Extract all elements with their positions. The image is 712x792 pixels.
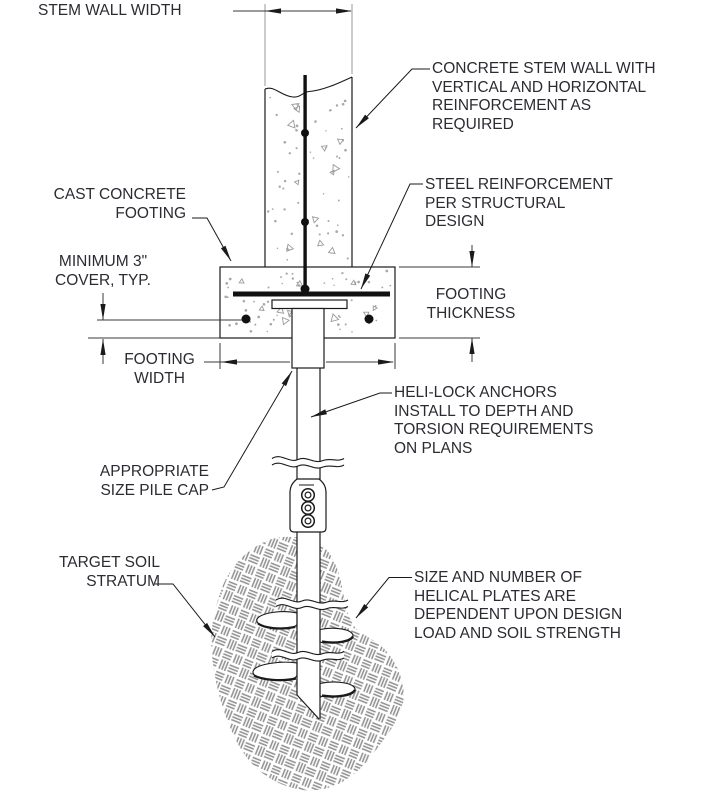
pile-tip — [296, 694, 320, 720]
label-footing-width: FOOTING WIDTH — [124, 351, 195, 387]
leader-arrowheads — [203, 114, 371, 637]
label-helical-plates: SIZE AND NUMBER OF HELICAL PLATES ARE DE… — [414, 569, 623, 642]
helical-plates — [252, 611, 356, 698]
bolted-coupler — [289, 478, 327, 533]
label-target-soil-stratum: TARGET SOIL STRATUM — [58, 554, 160, 590]
label-cast-concrete-footing: CAST CONCRETE FOOTING — [53, 186, 186, 222]
label-heli-lock-anchors: HELI-LOCK ANCHORS INSTALL TO DEPTH AND T… — [394, 384, 594, 457]
label-stem-wall-width: STEM WALL WIDTH — [38, 2, 182, 19]
label-footing-thickness: FOOTING THICKNESS — [426, 286, 516, 322]
pile-cap — [271, 299, 348, 369]
label-concrete-stem-wall: CONCRETE STEM WALL WITH VERTICAL AND HOR… — [432, 60, 656, 133]
label-pile-cap: APPROPRIATE SIZE PILE CAP — [99, 463, 209, 499]
concrete-stipple-texture — [224, 96, 392, 333]
concrete-stem-wall — [264, 76, 353, 267]
break-symbols — [271, 456, 349, 662]
steel-reinforcement-bars — [233, 75, 390, 324]
dimension-arrowheads — [100, 8, 475, 365]
helical-anchor-shaft — [252, 368, 356, 720]
label-steel-reinforcement: STEEL REINFORCEMENT PER STRUCTURAL DESIG… — [425, 176, 614, 230]
leader-lines — [155, 68, 430, 638]
label-minimum-cover: MINIMUM 3" COVER, TYP. — [55, 253, 151, 289]
